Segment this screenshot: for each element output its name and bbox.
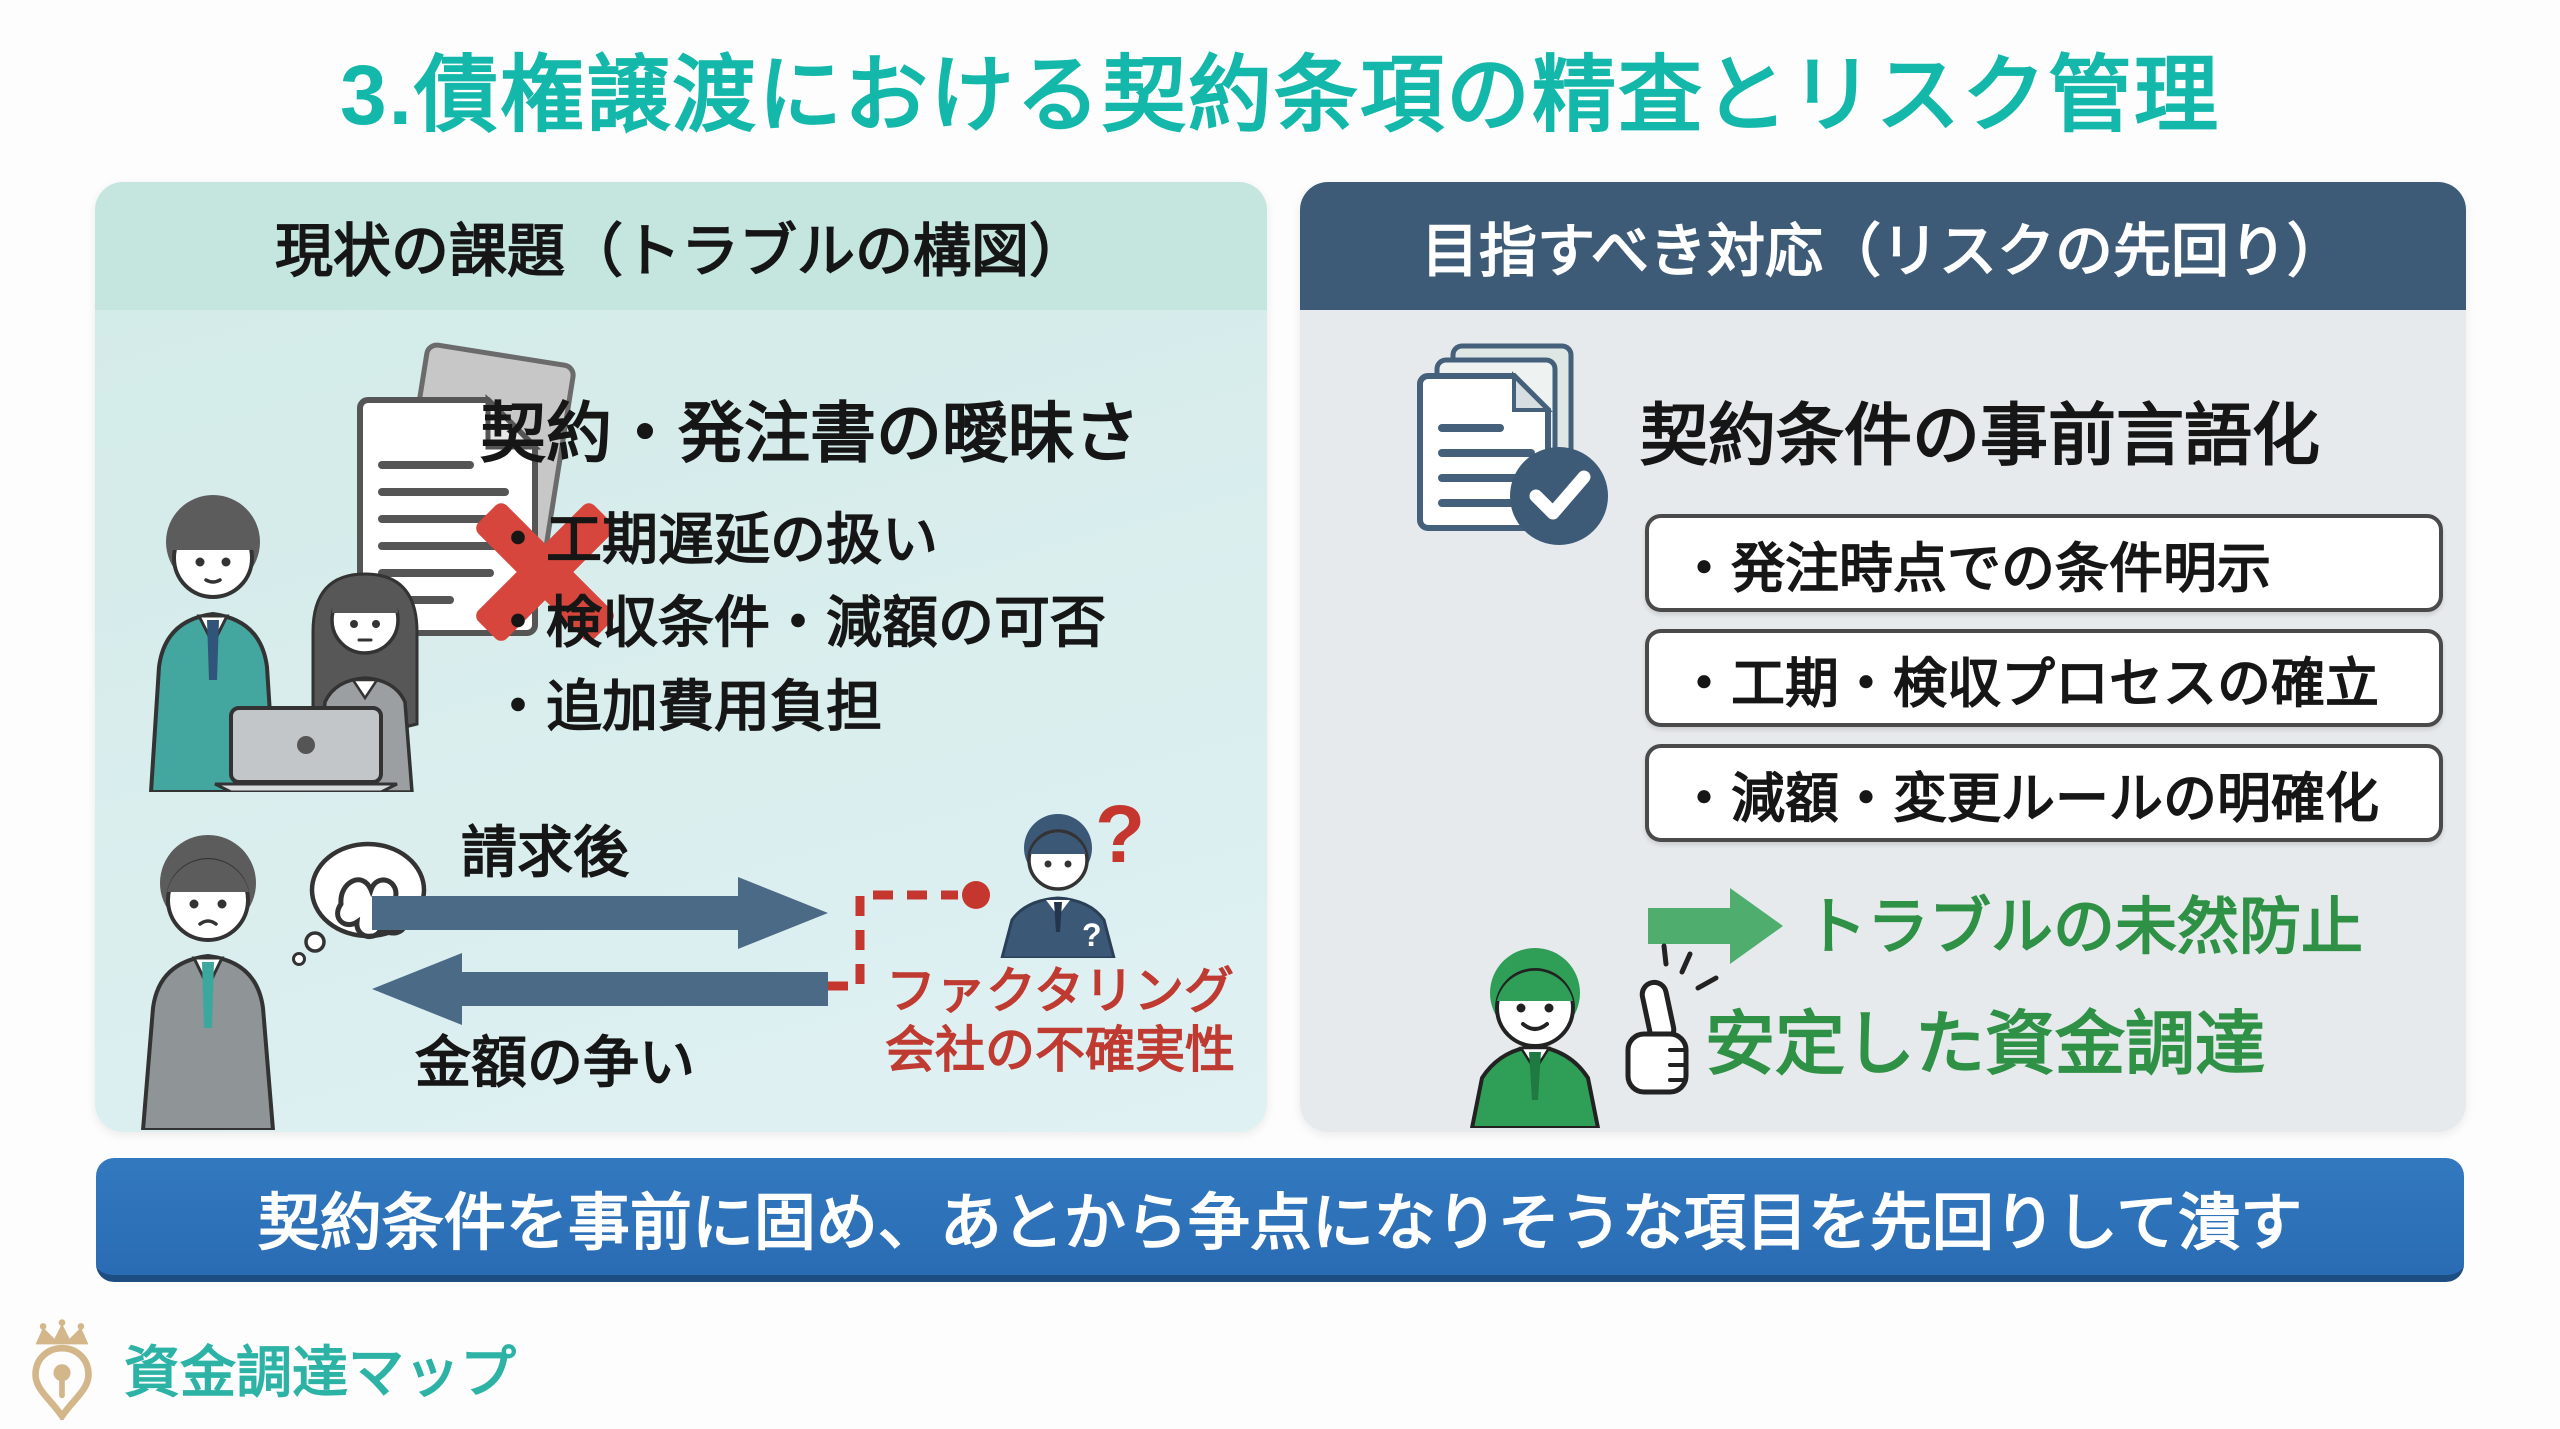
- workers-illustration: [148, 495, 419, 792]
- arrow-right-icon: [372, 877, 828, 949]
- claim-arrow-label: 請求後: [461, 821, 629, 884]
- factoring-risk-label: ファクタリング 会社の不確実性: [880, 962, 1240, 1080]
- prevention-label: トラブルの未然防止: [1805, 893, 2364, 962]
- laptop-icon: [214, 706, 398, 792]
- logo-text: 資金調達マップ: [124, 1340, 516, 1404]
- issue-bullet: ・検収条件・減額の可否: [490, 591, 1106, 655]
- summary-banner: 契約条件を事前に固め、あとから争点になりそうな項目を先回りして潰す: [96, 1158, 2464, 1282]
- map-pin-crown-icon: [32, 1319, 92, 1420]
- solution-heading: 契約条件の事前言語化: [1640, 398, 2321, 474]
- factoring-person-illustration: ?: [1000, 814, 1116, 958]
- thumbs-up-icon: [1625, 943, 1719, 1095]
- site-logo: 資金調達マップ: [14, 1316, 516, 1420]
- right-panel-body: 契約条件の事前言語化 ・発注時点での条件明示 ・工期・検収プロセスの確立 ・減額…: [1300, 310, 2466, 1132]
- issue-heading: 契約・発注書の曖昧さ: [480, 396, 1140, 470]
- document-error-icon: [357, 342, 614, 641]
- issue-bullet: ・追加費用負担: [490, 674, 882, 738]
- arrow-left-icon: [372, 953, 828, 1025]
- solution-box: ・減額・変更ルールの明確化: [1645, 744, 2443, 842]
- funding-label: 安定した資金調達: [1705, 1005, 2265, 1083]
- chest-question-mark: ?: [1082, 917, 1102, 953]
- left-panel-body: 契約・発注書の曖昧さ ・工期遅延の扱い ・検収条件・減額の可否 ・追加費用負担: [95, 310, 1267, 1132]
- target-response-panel: 目指すべき対応（リスクの先回り） 契約条件の事前言語化 ・発注時点での条件明示: [1300, 182, 2466, 1132]
- check-mark-icon: [1529, 470, 1591, 520]
- risk-label-line2: 会社の不確実性: [885, 1022, 1235, 1078]
- page-title: 3.債権譲渡における契約条項の精査とリスク管理: [339, 48, 2221, 142]
- question-mark: ?: [1095, 789, 1146, 880]
- dispute-arrow-label: 金額の争い: [415, 1031, 695, 1094]
- green-arrow-icon: [1648, 888, 1783, 964]
- worried-man-illustration: [140, 835, 427, 1130]
- right-panel-header: 目指すべき対応（リスクの先回り）: [1300, 182, 2466, 310]
- solution-box: ・発注時点での条件明示: [1645, 514, 2443, 612]
- solution-box: ・工期・検収プロセスの確立: [1645, 629, 2443, 727]
- x-mark-icon: [476, 503, 614, 641]
- risk-label-line1: ファクタリング: [886, 963, 1234, 1019]
- issue-bullet-list: ・工期遅延の扱い ・検収条件・減額の可否 ・追加費用負担: [490, 498, 1106, 748]
- left-panel-header: 現状の課題（トラブルの構図）: [95, 182, 1267, 310]
- current-issues-panel: 現状の課題（トラブルの構図）: [95, 182, 1267, 1132]
- thumbs-up-man-illustration: [1469, 943, 1719, 1128]
- red-dashed-connector: [828, 881, 990, 991]
- documents-check-icon: [1417, 343, 1608, 545]
- issue-bullet: ・工期遅延の扱い: [490, 508, 938, 571]
